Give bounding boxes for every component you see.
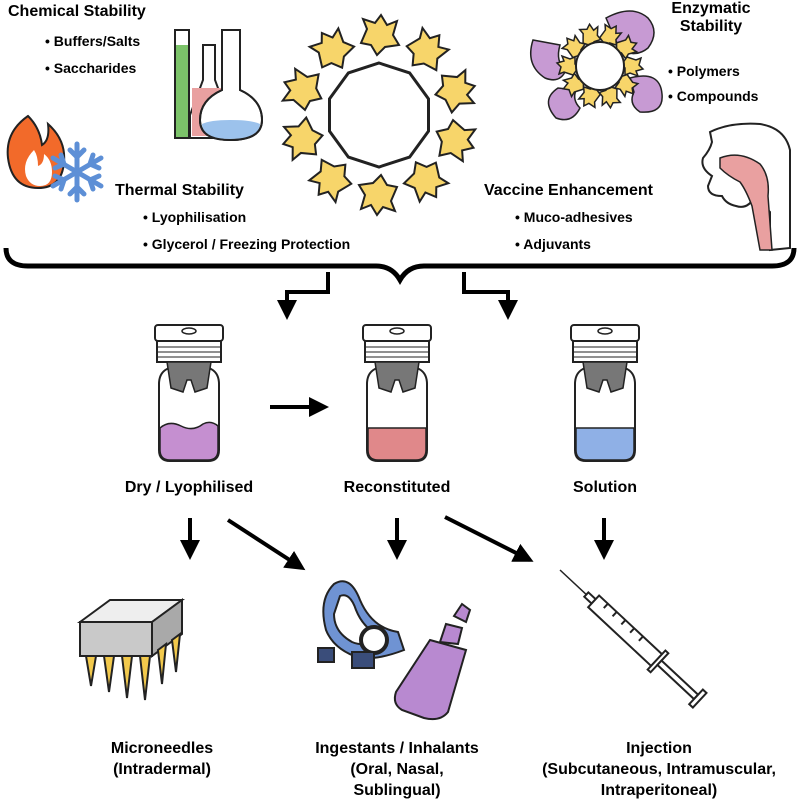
thermal-stability-title: Thermal Stability [115,182,244,199]
enzyme-subunit [555,54,579,76]
protein-subunit [307,26,356,70]
split-arrows [270,272,518,417]
chemical-item-buffers: • Buffers/Salts [45,33,141,49]
vial-label-solution: Solution [573,479,637,496]
protein-ring-icon [280,13,478,217]
inhaler-mask-icon [317,580,406,669]
nasal-bottle-icon [393,602,472,721]
vial-icon [154,324,224,462]
vial-label-reconstituted: Reconstituted [343,479,451,496]
vial-icon [362,324,432,462]
protein-subunit [359,13,401,57]
route-injection: Injection(Subcutaneous, Intramuscular,In… [542,740,776,799]
enzymatic-item-compounds: • Compounds [668,88,759,104]
route-arrows [180,515,614,571]
flask-icon [174,29,264,142]
protein-subunit [306,158,353,205]
vaccine-item-mucoadhesives: • Muco-adhesives [515,209,633,225]
thermal-item-lyophilisation: • Lyophilisation [143,209,247,225]
snowflake-icon [50,141,104,203]
route-microneedles: Microneedles(Intradermal) [110,740,214,778]
vial-icon [570,324,640,462]
route-ingestants: Ingestants / Inhalants(Oral, Nasal,Subli… [315,740,479,799]
protein-subunit [280,66,323,112]
microneedle-patch-icon [76,598,186,701]
vaccine-enhancement-title: Vaccine Enhancement [484,182,653,199]
enzyme-icon [530,10,663,121]
protein-subunit [433,67,477,115]
thermal-item-glycerol: • Glycerol / Freezing Protection [143,236,351,252]
protein-subunit [402,160,451,204]
vial-label-dry: Dry / Lyophilised [124,479,254,496]
enzymatic-item-polymers: • Polymers [668,63,740,79]
syringe-icon [559,569,708,709]
chemical-stability-title: Chemical Stability [8,3,146,20]
head-airway-icon [701,122,791,252]
enzyme-subunit [621,56,645,78]
protein-subunit [435,118,478,164]
grouping-bracket [3,247,797,286]
protein-subunit [357,173,399,217]
vaccine-item-adjuvants: • Adjuvants [515,236,591,252]
protein-subunit [281,115,325,163]
protein-subunit [405,25,452,72]
chemical-item-saccharides: • Saccharides [45,60,137,76]
